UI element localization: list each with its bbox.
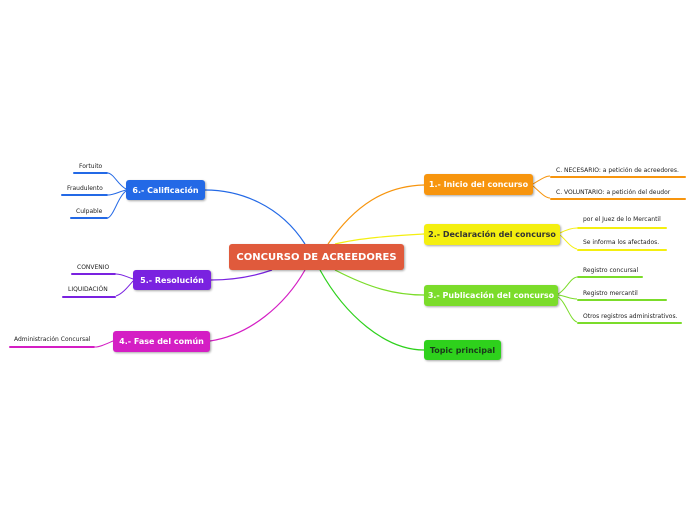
leaf-underline (9, 346, 95, 348)
leaf-underline (577, 249, 667, 251)
leaf-underline (73, 172, 108, 174)
topic-principal[interactable]: Topic principal (424, 340, 501, 360)
connector-inicio-leaf-2 (532, 185, 551, 199)
connector-calificacion-leaf-2 (107, 189, 127, 196)
leaf-publicacion-otros[interactable]: Otros registros administrativos. (583, 313, 678, 320)
connector-fase (209, 269, 306, 342)
central-topic[interactable]: CONCURSO DE ACREEDORES (229, 244, 404, 270)
connector-resolucion (210, 269, 273, 281)
connector-calificacion-leaf-1 (107, 172, 127, 190)
leaf-underline (71, 273, 116, 275)
leaf-publicacion-mercantil[interactable]: Registro mercantil (583, 290, 638, 297)
connector-publicacion-leaf-2 (557, 294, 578, 300)
leaf-fase-administracion[interactable]: Administración Concursal (14, 336, 91, 343)
connector-fase-leaf-1 (94, 340, 114, 348)
connector-calificacion (204, 189, 306, 245)
leaf-resolucion-liquidacion[interactable]: LIQUIDACIÓN (68, 286, 108, 293)
connector-publicacion-leaf-1 (557, 276, 578, 295)
topic-inicio[interactable]: 1.- Inicio del concurso (424, 174, 533, 195)
connector-declaracion-leaf-1 (559, 227, 578, 234)
leaf-underline (577, 227, 667, 229)
connector-calificacion-leaf-3 (107, 190, 127, 219)
topic-fase[interactable]: 4.- Fase del común (113, 331, 210, 352)
topic-publicacion[interactable]: 3.- Publicación del concurso (424, 285, 558, 306)
connector-declaracion (334, 233, 425, 245)
connector-topic (319, 269, 425, 351)
leaf-underline (577, 276, 643, 278)
connector-inicio-leaf-1 (532, 175, 551, 185)
leaf-underline (550, 176, 686, 178)
leaf-underline (61, 194, 108, 196)
topic-calificacion[interactable]: 6.- Calificación (126, 180, 205, 200)
topic-resolucion[interactable]: 5.- Resolución (133, 270, 211, 290)
leaf-underline (62, 296, 116, 298)
connector-resolucion-leaf-1 (115, 273, 134, 280)
leaf-declaracion-juez[interactable]: por el Juez de lo Mercantil (583, 216, 661, 223)
connector-declaracion-leaf-2 (559, 234, 578, 250)
leaf-underline (550, 198, 686, 200)
topic-declaracion[interactable]: 2.- Declaración del concurso (424, 224, 560, 245)
connector-resolucion-leaf-2 (115, 280, 134, 297)
connector-publicacion-leaf-3 (557, 296, 578, 323)
connector-publicacion (334, 269, 425, 296)
leaf-inicio-necesario[interactable]: C. NECESARIO: a petición de acreedores. (556, 167, 679, 174)
leaf-calificacion-culpable[interactable]: Culpable (76, 208, 103, 215)
connector-inicio (327, 184, 425, 245)
leaf-publicacion-concursal[interactable]: Registro concursal (583, 267, 639, 274)
leaf-resolucion-convenio[interactable]: CONVENIO (77, 264, 110, 271)
leaf-underline (577, 299, 667, 301)
leaf-declaracion-afectados[interactable]: Se informa los afectados. (583, 239, 660, 246)
leaf-calificacion-fortuito[interactable]: Fortuito (79, 163, 103, 170)
leaf-inicio-voluntario[interactable]: C. VOLUNTARIO: a petición del deudor (556, 189, 671, 196)
leaf-calificacion-fraudulento[interactable]: Fraudulento (67, 185, 103, 192)
leaf-underline (577, 322, 682, 324)
leaf-underline (70, 217, 108, 219)
